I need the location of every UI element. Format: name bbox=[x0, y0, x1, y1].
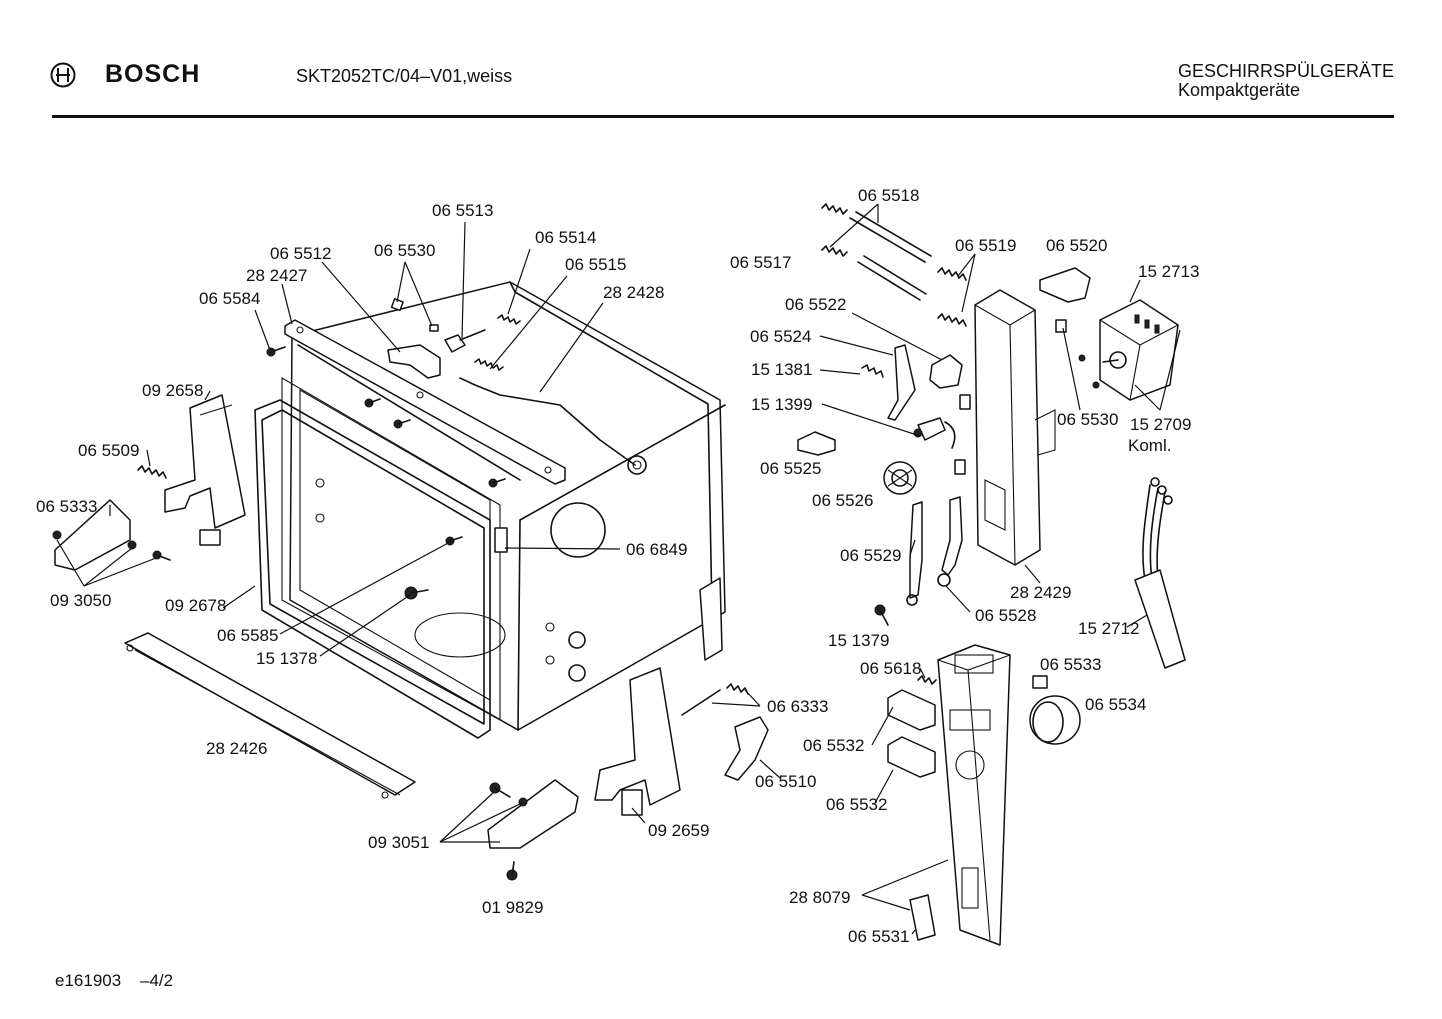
part-label: 15 1379 bbox=[828, 631, 889, 650]
part-label: 09 2678 bbox=[165, 596, 226, 615]
model-number: SKT2052TC/04–V01,weiss bbox=[296, 66, 513, 86]
part-label: 06 6333 bbox=[767, 697, 828, 716]
latch-part bbox=[724, 716, 769, 781]
bottom-bracket bbox=[487, 779, 579, 849]
part-label: 28 2426 bbox=[206, 739, 267, 758]
side-bracket-left bbox=[164, 394, 246, 529]
part-label: 06 5518 bbox=[858, 186, 919, 205]
door-seal-frame bbox=[254, 399, 491, 739]
part-label: 06 5530 bbox=[374, 241, 435, 260]
part-label: 06 5529 bbox=[840, 546, 901, 565]
button-lower bbox=[887, 736, 936, 778]
lever-right bbox=[941, 496, 963, 576]
lever-part bbox=[887, 344, 916, 421]
part-label: 06 5618 bbox=[860, 659, 921, 678]
button-upper bbox=[887, 689, 936, 731]
part-label: 09 2659 bbox=[648, 821, 709, 840]
part-label: 06 5514 bbox=[535, 228, 596, 247]
category-subtitle: Kompaktgeräte bbox=[1178, 80, 1301, 100]
part-label: 06 5509 bbox=[78, 441, 139, 460]
part-label: 06 5533 bbox=[1040, 655, 1101, 674]
category-title: GESCHIRRSPÜLGERÄTE bbox=[1178, 61, 1395, 81]
part-label: 28 2429 bbox=[1010, 583, 1071, 602]
part-label: 06 5513 bbox=[432, 201, 493, 220]
page-indicator: –4/2 bbox=[140, 971, 174, 990]
part-label: 06 5522 bbox=[785, 295, 846, 314]
cable-harness bbox=[1134, 477, 1186, 669]
lever-left bbox=[909, 501, 923, 599]
spring-left bbox=[137, 465, 167, 479]
part-label: 15 2713 bbox=[1138, 262, 1199, 281]
part-label: 06 5532 bbox=[826, 795, 887, 814]
cap-part bbox=[1039, 267, 1091, 303]
control-panel-strip bbox=[937, 644, 1011, 946]
part-label: 06 5333 bbox=[36, 497, 97, 516]
part-label: Koml. bbox=[1128, 436, 1171, 455]
side-bracket-right bbox=[594, 667, 681, 806]
bottom-rail bbox=[124, 632, 416, 796]
part-label: 06 5585 bbox=[217, 626, 278, 645]
part-label: 06 5525 bbox=[760, 459, 821, 478]
part-label: 06 5534 bbox=[1085, 695, 1146, 714]
part-label: 06 5515 bbox=[565, 255, 626, 274]
part-label: 28 8079 bbox=[789, 888, 850, 907]
part-label: 15 2712 bbox=[1078, 619, 1139, 638]
part-label: 09 2658 bbox=[142, 381, 203, 400]
part-label: 06 5531 bbox=[848, 927, 909, 946]
top-rail bbox=[284, 319, 566, 485]
part-labels: 06 5513 06 5514 06 5515 28 2428 06 5512 … bbox=[36, 186, 1199, 946]
rotary-knob bbox=[1029, 695, 1081, 745]
lock-housing bbox=[974, 289, 1056, 566]
part-label: 15 1378 bbox=[256, 649, 317, 668]
part-label: 06 5512 bbox=[270, 244, 331, 263]
part-label: 06 5517 bbox=[730, 253, 791, 272]
drawing-code: e161903 bbox=[55, 971, 122, 990]
part-label: 28 2428 bbox=[603, 283, 664, 302]
part-label: 06 5510 bbox=[755, 772, 816, 791]
part-label: 09 3051 bbox=[368, 833, 429, 852]
part-label: 06 6849 bbox=[626, 540, 687, 559]
part-label: 15 1399 bbox=[751, 395, 812, 414]
part-label: 06 5528 bbox=[975, 606, 1036, 625]
lever-rod bbox=[459, 377, 636, 466]
part-label: 06 5520 bbox=[1046, 236, 1107, 255]
part-label: 15 1381 bbox=[751, 360, 812, 379]
rods-pair bbox=[821, 203, 932, 301]
part-label: 28 2427 bbox=[246, 266, 307, 285]
part-label: 06 5532 bbox=[803, 736, 864, 755]
brand-name: BOSCH bbox=[105, 60, 201, 88]
part-label: 01 9829 bbox=[482, 898, 543, 917]
part-label: 09 3050 bbox=[50, 591, 111, 610]
part-label: 06 5584 bbox=[199, 289, 260, 308]
gear-wheel bbox=[883, 461, 917, 495]
hinge-latch bbox=[387, 344, 441, 379]
part-label: 06 5526 bbox=[812, 491, 873, 510]
part-label: 06 5524 bbox=[750, 327, 811, 346]
part-label: 06 5530 bbox=[1057, 410, 1118, 429]
switch-module bbox=[1099, 299, 1179, 401]
bosch-logo-icon bbox=[50, 62, 76, 88]
part-label: 06 5519 bbox=[955, 236, 1016, 255]
leader-lines bbox=[56, 203, 1181, 935]
header-divider bbox=[52, 115, 1394, 118]
part-label: 15 2709 bbox=[1130, 415, 1191, 434]
small-bracket-left bbox=[54, 499, 131, 571]
display-window bbox=[909, 894, 936, 941]
